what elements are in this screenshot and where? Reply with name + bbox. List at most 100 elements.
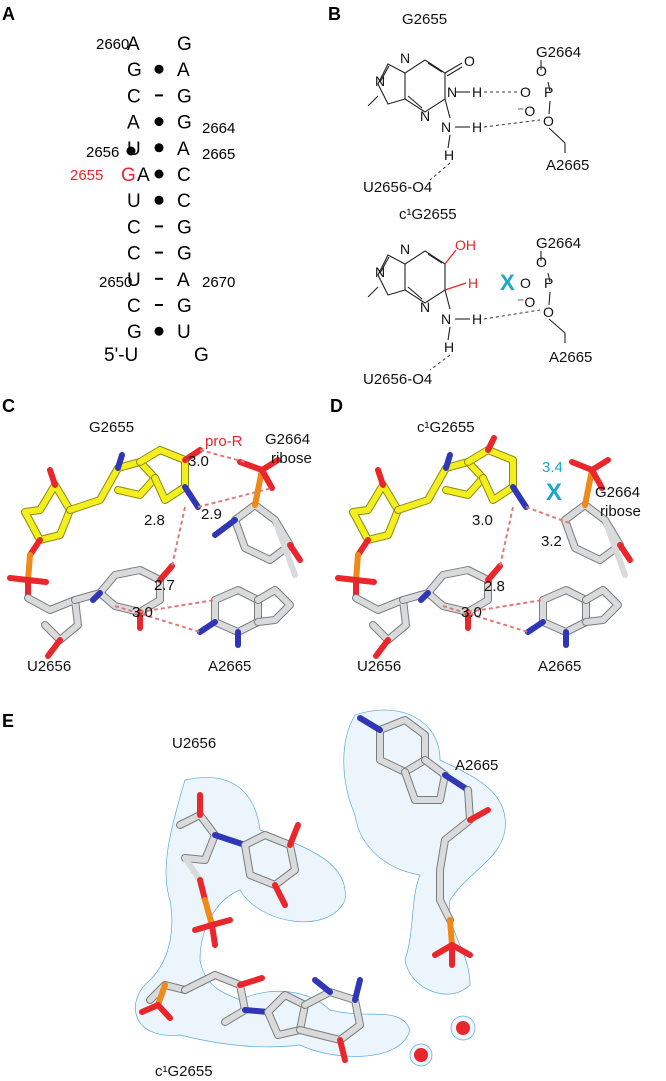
cross-mark: X: [500, 270, 515, 295]
d-dist-2: 3.2: [541, 533, 562, 550]
label-2660: 2660: [96, 36, 129, 53]
c-pro-r: pro-R: [205, 433, 243, 450]
svg-text:N: N: [447, 84, 457, 100]
svg-text:H: H: [472, 311, 482, 327]
e-u2656: U2656: [172, 735, 216, 752]
svg-text:O: O: [536, 254, 547, 270]
g2664-bottom: G2664: [536, 235, 581, 252]
e-c1g2655-model: [139, 971, 364, 1063]
bulged-g: G: [121, 165, 136, 186]
a2665-top: A2665: [546, 157, 589, 174]
c-title: G2655: [89, 419, 134, 436]
c1g2655-title: c¹G2655: [399, 206, 457, 223]
d-u2656: U2656: [357, 658, 401, 675]
svg-text:N: N: [420, 299, 430, 315]
u2656-top: U2656-O4: [363, 179, 432, 196]
d-title: c¹G2655: [417, 419, 475, 436]
seq-left-2: C: [127, 86, 141, 107]
d-a2665-model: [525, 457, 633, 648]
five-prime-u: 5'-U: [104, 345, 138, 366]
pair-dot-6: [154, 195, 164, 205]
panel-d: D c¹G2655: [330, 396, 641, 675]
five-ring: [377, 63, 406, 105]
d-c1g2655-model: [349, 435, 529, 558]
svg-text:O: O: [536, 63, 547, 79]
seq-right-2: G: [177, 86, 192, 107]
svg-text:N: N: [420, 108, 430, 124]
e-a2665: A2665: [455, 757, 498, 774]
svg-text:⁻O: ⁻O: [517, 103, 535, 119]
seq-left-10: C: [127, 296, 141, 317]
d-dist-cyan: 3.4: [542, 459, 563, 476]
e-a2665-model: [357, 715, 491, 968]
seq-right-11: U: [177, 322, 191, 343]
c-a2665: A2665: [208, 658, 251, 675]
pair-dot-3: [154, 117, 164, 127]
seq-left-5: A: [137, 165, 150, 186]
e-c1g2655: c¹G2655: [155, 1063, 213, 1080]
c-a2665-model: [197, 457, 303, 648]
seq-right-3: G: [177, 113, 192, 134]
seq-right-4: A: [177, 139, 190, 160]
svg-text:N: N: [375, 264, 385, 280]
svg-text:N: N: [400, 241, 410, 257]
g2655-structure: G2655 O N N N N H N H H: [363, 11, 589, 196]
pair-dot-11: [154, 326, 164, 336]
panel-label-d: D: [330, 396, 343, 416]
panel-a: A AGGACGAGUAACUCCGCGUACGGU 2660 2664 266…: [2, 4, 235, 366]
pair-dot-4: [154, 143, 164, 153]
seq-right-1: A: [177, 60, 190, 81]
h-label-red: H: [468, 275, 478, 291]
c-dist-4: 2.7: [154, 577, 175, 594]
svg-text:P: P: [544, 84, 553, 100]
svg-text:O: O: [520, 84, 531, 100]
svg-text:N: N: [441, 311, 451, 327]
c-g2664: G2664: [265, 431, 310, 448]
hairpin-sequence: AGGACGAGUAACUCCGCGUACGGU: [127, 34, 192, 343]
seq-left-0: A: [127, 34, 140, 55]
d-a2665: A2665: [538, 658, 581, 675]
seq-left-9: U: [127, 270, 141, 291]
svg-text:⁻O: ⁻O: [517, 294, 535, 310]
g2664-top: G2664: [536, 44, 581, 61]
d-ribose: ribose: [600, 503, 641, 520]
a2665-bottom: A2665: [549, 349, 592, 366]
seq-left-1: G: [127, 60, 142, 81]
pair-dot-5: [154, 169, 164, 179]
panel-e: E: [2, 709, 506, 1080]
panel-label-c: C: [2, 396, 15, 416]
seq-left-11: G: [127, 322, 142, 343]
seq-left-7: C: [127, 217, 141, 238]
seq-right-9: A: [177, 270, 190, 291]
u2656-bottom: U2656-O4: [363, 371, 432, 388]
svg-text:H: H: [472, 119, 482, 135]
label-2670: 2670: [202, 274, 235, 291]
bullet-2656: [126, 146, 136, 156]
c-g2655-model: [21, 446, 203, 558]
water-1: [456, 1021, 470, 1035]
g2655-title: G2655: [402, 11, 447, 28]
c-dist-3: 2.9: [201, 506, 222, 523]
d-dist-3: 2.8: [484, 578, 505, 595]
svg-text:P: P: [544, 275, 553, 291]
water-2: [414, 1048, 428, 1062]
svg-text:N: N: [441, 119, 451, 135]
label-2650: 2650: [99, 274, 132, 291]
d-dist-1: 3.0: [472, 512, 493, 529]
seq-right-0: G: [177, 34, 192, 55]
svg-text:H: H: [444, 147, 454, 163]
svg-text:N: N: [375, 73, 385, 89]
density-mesh: [135, 709, 506, 1067]
c-dist-2: 2.8: [144, 512, 165, 529]
c-dist-5: 3.0: [132, 604, 153, 621]
seq-right-7: G: [177, 217, 192, 238]
svg-text:O: O: [543, 304, 554, 320]
oh-label: OH: [455, 237, 476, 253]
pair-dot-1: [154, 64, 164, 74]
seq-left-6: U: [127, 191, 141, 212]
seq-left-3: A: [127, 113, 140, 134]
panel-b: B G2655 O N N N N H N H H: [328, 4, 592, 388]
seq-right-5: C: [177, 165, 191, 186]
svg-text:O: O: [520, 275, 531, 291]
c-ribose: ribose: [271, 450, 312, 467]
